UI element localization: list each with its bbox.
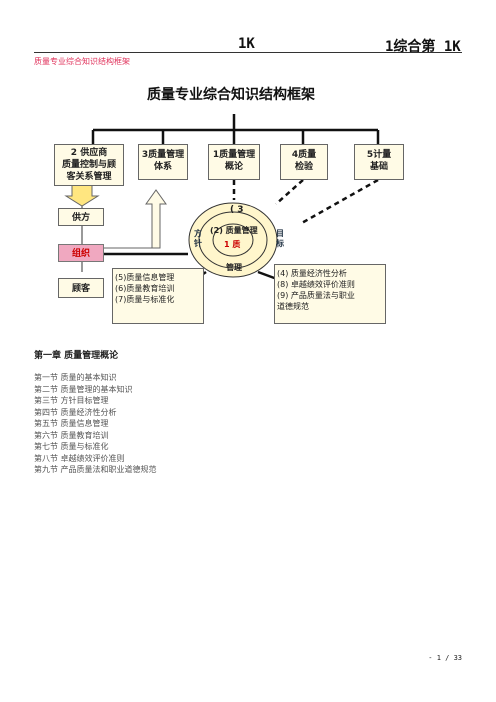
box-management-topics-left: (5)质量信息管理 (6)质量教育培训 (7)质量与标准化 [112,268,204,324]
topic-item: (6)质量教育培训 [115,284,175,293]
section-item: 第六节 质量教育培训 [34,430,109,440]
ring-bottom-label: 管理 [226,263,242,272]
diagram-lines [64,114,380,288]
section-list: 第一节 质量的基本知识 第二节 质量管理的基本知识 第三节 方针目标管理 第四节… [34,372,157,476]
section-item: 第七节 质量与标准化 [34,442,109,451]
box-quality-intro: 1质量管理 概论 [208,144,260,180]
topic-item: (7)质量与标准化 [115,295,175,304]
header-left: 1K [238,36,255,52]
topic-item: (8) 卓越绩效评价准则 [277,280,355,289]
section-item: 第二节 质量管理的基本知识 [34,384,133,394]
page-number: - 1 / 33 [428,654,462,662]
section-item: 第九节 产品质量法和职业道德规范 [34,465,157,474]
topic-item: (5)质量信息管理 [115,273,175,282]
ring-center-label: 1 质 [224,240,241,249]
box-management-topics-right: (4) 质量经济性分析 (8) 卓越绩效评价准则 (9) 产品质量法与职业 道德… [274,264,386,324]
header-right: 1综合第 1K [385,39,461,55]
ring-middle-label: (2) 质量管理 [210,226,258,235]
topic-item: (4) 质量经济性分析 [277,269,347,278]
box-inspection: 4质量 检验 [280,144,328,180]
section-item: 第八节 卓越绩效评价准则 [34,453,125,463]
topic-item: (9) 产品质量法与职业 [277,291,355,300]
header-subtitle: 质量专业综合知识结构框架 [34,57,130,66]
box-supplier: 供方 [58,208,104,226]
box-supplier-customer: 2 供应商 质量控制与顾 客关系管理 [54,144,124,186]
box-organization: 组织 [58,244,104,262]
ring-right-label: 目 标 [276,229,284,248]
box-quality-system: 3质量管理 体系 [138,144,188,180]
box-metrology: 5计量 基础 [354,144,404,180]
ring-left-label: 方 针 [194,229,202,248]
chapter-title: 第一章 质量管理概论 [34,351,119,361]
ring-top-label: ( 3 [230,205,244,215]
section-item: 第一节 质量的基本知识 [34,373,117,382]
section-item: 第五节 质量信息管理 [34,419,109,428]
knowledge-structure-diagram: 质量专业综合知识结构框架 2 供应商 质量控制与顾 客关系管理 3质量管理 体系… [38,72,460,340]
header-rule [34,52,462,53]
diagram-title: 质量专业综合知识结构框架 [147,87,315,103]
box-customer: 顾客 [58,278,104,298]
topic-item: 道德规范 [277,302,309,311]
section-item: 第三节 方针目标管理 [34,396,109,405]
section-item: 第四节 质量经济性分析 [34,407,117,417]
